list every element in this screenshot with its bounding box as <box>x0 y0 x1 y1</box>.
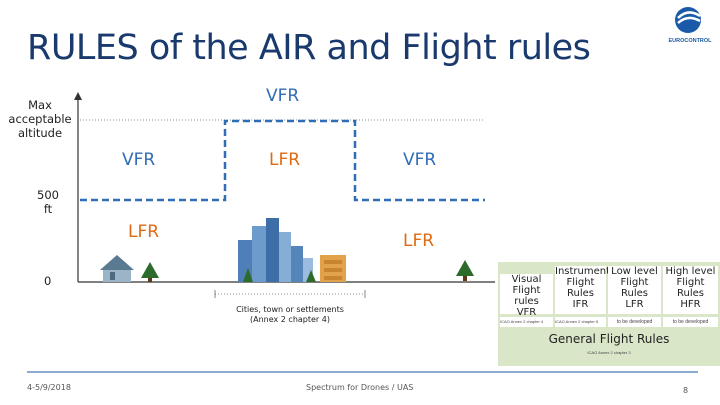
zone-label-low-right: LFR <box>403 231 435 251</box>
logo-text: EUROCONTROL <box>668 38 712 44</box>
table-cell-ifr: Instrument Flight Rules IFR <box>555 266 610 314</box>
zone-label-mid-left: VFR <box>122 150 156 170</box>
page-title: RULES of the AIR and Flight rules <box>27 28 591 68</box>
zone-label-low-left: LFR <box>128 222 160 242</box>
eurocontrol-logo: EUROCONTROL <box>666 4 720 44</box>
table-note-lfr: to be developed <box>608 317 661 327</box>
footer-date: 4-5/9/2018 <box>27 383 71 392</box>
footer-center-text: Spectrum for Drones / UAS <box>306 383 414 392</box>
table-cell-hfr: High level Flight Rules HFR <box>663 266 718 314</box>
table-note-vfr: ICAO Annex 2 chapter 4 <box>500 317 553 327</box>
general-flight-rules-note: ICAO Annex 2 chapter 3 <box>587 350 631 355</box>
table-note-hfr: to be developed <box>663 317 718 327</box>
table-note-ifr: ICAO Annex 2 chapter 5 <box>555 317 606 327</box>
city-icon <box>238 218 346 282</box>
y-axis-arrow <box>74 92 82 100</box>
zone-label-mid-center: LFR <box>269 150 301 170</box>
page-number: 8 <box>683 386 689 395</box>
table-cell-lfr: Low level Flight Rules LFR <box>608 266 661 314</box>
ground-level-label: 0 <box>44 274 52 288</box>
zone-label-mid-right: VFR <box>403 150 437 170</box>
lfr-vfr-boundary <box>80 119 485 202</box>
tree-icon <box>456 260 474 281</box>
table-cell-vfr: Visual Flight rules VFR <box>500 274 553 318</box>
tree-icon <box>141 262 159 282</box>
zone-label-top-center: VFR <box>266 86 300 106</box>
house-icon <box>100 255 134 282</box>
max-altitude-label: Max acceptable altitude <box>8 98 72 140</box>
general-flight-rules: General Flight Rules <box>548 332 670 346</box>
flight-rules-table: Visual Flight rules VFR Instrument Fligh… <box>498 262 720 366</box>
city-caption: Cities, town or settlements (Annex 2 cha… <box>236 305 344 324</box>
altitude-500ft-label: 500 ft <box>37 188 59 216</box>
